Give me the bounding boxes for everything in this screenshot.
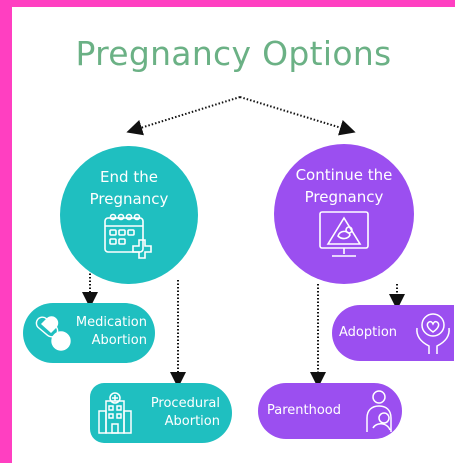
end-pregnancy-circle: End the Pregnancy	[60, 146, 198, 284]
connector-to-continue	[239, 96, 356, 136]
medication-line2: Abortion	[91, 333, 147, 348]
parent-child-icon	[366, 390, 392, 432]
connector-to-end	[126, 96, 241, 136]
pills-icon	[35, 316, 71, 351]
adoption-label: Adoption	[339, 325, 398, 340]
procedural-abortion-option: Procedural Abortion	[90, 383, 232, 443]
parenthood-option: Parenthood	[258, 383, 402, 439]
medication-abortion-option: Medication Abortion	[23, 303, 155, 363]
continue-line2: Pregnancy	[304, 188, 384, 206]
adoption-option: Adoption	[332, 305, 454, 361]
end-line2: Pregnancy	[89, 190, 169, 208]
procedural-line2: Abortion	[164, 414, 220, 429]
pink-frame-top	[0, 0, 455, 7]
pink-frame-left	[0, 0, 12, 463]
parenthood-label: Parenthood	[267, 403, 342, 418]
continue-pregnancy-circle: Continue the Pregnancy	[274, 144, 414, 284]
continue-line1: Continue the	[295, 166, 393, 184]
medication-line1: Medication	[75, 315, 147, 330]
ultrasound-monitor-icon	[319, 211, 369, 257]
hands-heart-icon	[416, 313, 450, 354]
procedural-line1: Procedural	[150, 396, 220, 411]
calendar-plus-icon	[104, 213, 152, 259]
hospital-icon	[98, 392, 132, 434]
page-title: Pregnancy Options	[75, 34, 392, 73]
end-line1: End the	[100, 168, 158, 186]
